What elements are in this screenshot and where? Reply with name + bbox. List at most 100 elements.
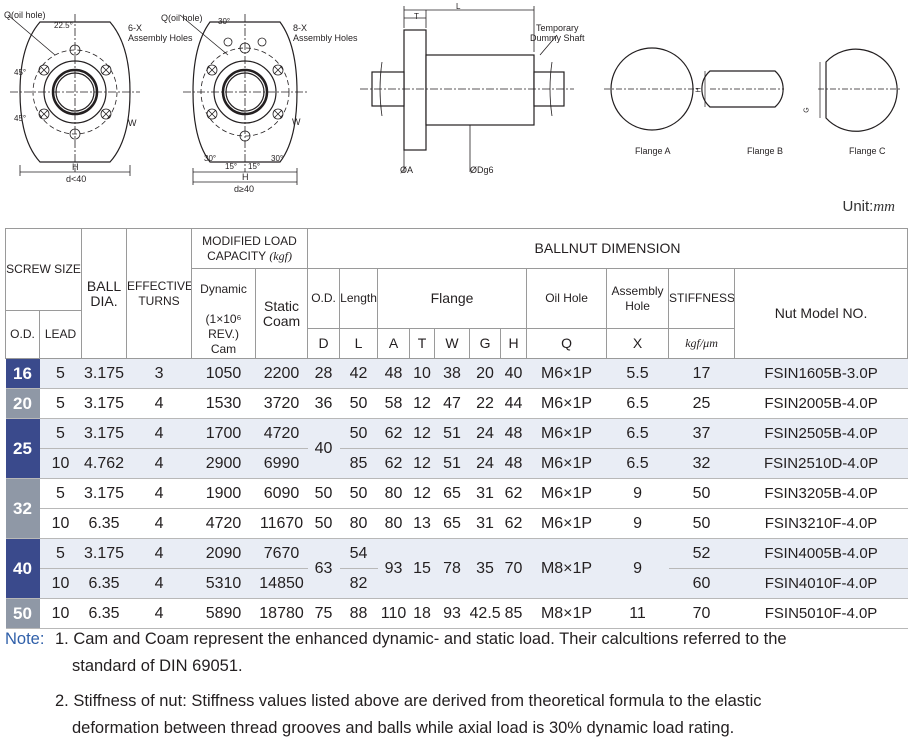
lead-cell: 5	[39, 358, 82, 389]
x-cell: 5.5	[606, 358, 669, 389]
turns-cell: 4	[126, 508, 192, 539]
w-cell-merged: 78	[434, 538, 470, 599]
a-cell: 48	[377, 358, 410, 389]
header-h: H	[500, 328, 528, 359]
coam-cell: 3720	[255, 388, 308, 419]
a-cell: 62	[377, 418, 410, 449]
size-cell: 25	[5, 418, 40, 479]
l-cell: 42	[339, 358, 378, 389]
table-row: 10 6.35 4 5310 14850 82 60 FSIN4010F-4.0…	[6, 568, 908, 599]
q-cell: M6×1P	[526, 448, 607, 479]
w-cell: 51	[434, 448, 470, 479]
d-cell: 75	[307, 598, 340, 629]
header-dyn-unit-cam: (1×10⁶ REV.)Cam	[191, 310, 257, 359]
header-nut-od: O.D.	[307, 268, 341, 329]
note-label: Note:	[5, 630, 45, 648]
t-cell: 12	[409, 388, 435, 419]
q-cell: M6×1P	[526, 418, 607, 449]
w-label-2: W	[292, 117, 301, 127]
l-cell: 80	[339, 508, 378, 539]
header-oil-hole: Oil Hole	[526, 268, 608, 329]
ballnut-spec-table: SCREW SIZE BALL DIA. EFFECTIVE TURNS MOD…	[4, 228, 909, 629]
a-cell: 80	[377, 478, 410, 509]
ball-cell: 3.175	[81, 358, 127, 389]
g-cell: 31	[469, 478, 501, 509]
angle-label-22-5: 22.5°	[54, 21, 73, 30]
t-cell: 18	[409, 598, 435, 629]
stiffness-cell: 37	[668, 418, 735, 449]
x-cell: 6.5	[606, 448, 669, 479]
model-cell: FSIN2005B-4.0P	[734, 388, 908, 419]
g-cell: 20	[469, 358, 501, 389]
l-cell: 82	[339, 568, 378, 599]
model-cell: FSIN2510D-4.0P	[734, 448, 908, 479]
h-cell: 48	[500, 418, 527, 449]
unit-label: Unit:mm	[842, 198, 895, 216]
header-coam: Coam	[262, 312, 301, 329]
w-cell: 47	[434, 388, 470, 419]
x-cell: 6.5	[606, 388, 669, 419]
size-cell: 20	[5, 388, 40, 419]
angle-label-15-right: 15°	[248, 162, 261, 171]
flange-types-diagram	[604, 47, 900, 132]
table-row: 32 5 3.175 4 1900 6090 50 50 80 12 65 31…	[5, 478, 908, 539]
h-label-2: H	[242, 172, 249, 182]
flange-a-label: Flange A	[635, 146, 671, 156]
g-cell: 42.5	[469, 598, 501, 629]
d-cell: 50	[307, 508, 340, 539]
t-cell: 12	[409, 418, 435, 449]
t-label-side: T	[414, 12, 419, 21]
t-cell: 12	[409, 448, 435, 479]
model-cell: FSIN4010F-4.0P	[734, 568, 908, 599]
oil-hole-label-1: Q(oil hole)	[4, 10, 46, 20]
g-cell-merged: 35	[469, 538, 501, 599]
flange-front-view-6-holes	[7, 14, 140, 176]
stiffness-cell: 52	[668, 538, 735, 569]
h-cell: 40	[500, 358, 527, 389]
a-cell: 62	[377, 448, 410, 479]
header-a: A	[377, 328, 411, 359]
angle-label-30-right: 30°	[271, 154, 284, 163]
turns-cell: 4	[126, 568, 192, 599]
header-screw-size: SCREW SIZE	[4, 228, 83, 311]
w-cell: 38	[434, 358, 470, 389]
header-effective-turns: EFFECTIVE TURNS	[126, 228, 193, 359]
header-stiffness-unit: kgf/μm	[668, 328, 736, 359]
ball-cell: 3.175	[81, 538, 127, 569]
header-q: Q	[526, 328, 608, 359]
x-cell: 9	[606, 478, 669, 509]
stiffness-cell: 50	[668, 508, 735, 539]
w-cell: 65	[434, 508, 470, 539]
lead-cell: 10	[39, 568, 82, 599]
ball-cell: 3.175	[81, 418, 127, 449]
header-x: X	[606, 328, 670, 359]
lead-cell: 5	[39, 388, 82, 419]
coam-cell: 11670	[255, 508, 308, 539]
size-cell: 40	[5, 538, 40, 599]
header-d: D	[307, 328, 341, 359]
x-cell: 6.5	[606, 418, 669, 449]
flange-b-label: Flange B	[747, 146, 784, 156]
stiffness-cell: 70	[668, 598, 735, 629]
cam-cell: 5310	[191, 568, 256, 599]
stiffness-cell: 32	[668, 448, 735, 479]
d-condition-label-2: d≥40	[234, 184, 254, 194]
ball-cell: 6.35	[81, 508, 127, 539]
h-cell: 62	[500, 478, 527, 509]
angle-label-30-left: 30°	[204, 154, 217, 163]
lead-cell: 10	[39, 448, 82, 479]
g-cell: 24	[469, 418, 501, 449]
a-cell-merged: 93	[377, 538, 410, 599]
note-1-line-2: standard of DIN 69051.	[72, 657, 243, 675]
t-cell: 13	[409, 508, 435, 539]
table-row: 10 6.35 4 4720 11670 50 80 80 13 65 31 6…	[6, 508, 908, 539]
turns-cell: 4	[126, 538, 192, 569]
header-stiffness: STIFFNESS	[668, 268, 736, 329]
stiffness-cell: 25	[668, 388, 735, 419]
header-g: G	[469, 328, 502, 359]
h-cell: 44	[500, 388, 527, 419]
l-cell: 50	[339, 418, 378, 449]
diameter-a-label: ØA	[400, 165, 414, 175]
header-cam: Cam	[210, 341, 237, 356]
w-label-1: W	[128, 118, 137, 128]
